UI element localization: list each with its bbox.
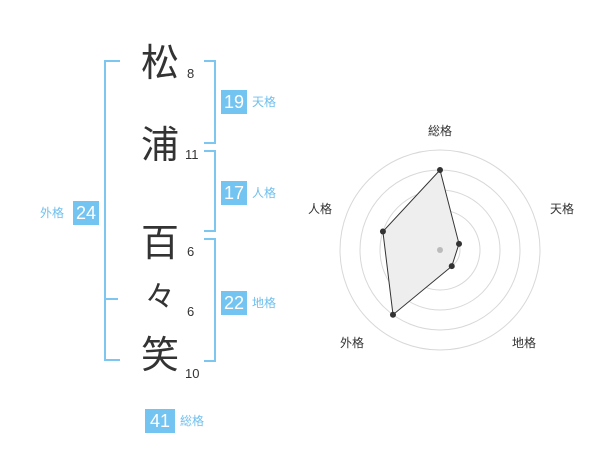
outer-bracket [104,60,120,361]
radar-point-2 [456,240,463,247]
stroke-count-2: 11 [185,147,199,162]
radar-axis-label-gai: 外格 [340,336,365,350]
chi-label: 地格 [252,296,277,310]
name-char-2: 浦 [140,123,179,167]
radar-axis-label-ten: 天格 [550,202,575,216]
chi-value-badge: 22 [221,291,247,315]
name-char-5: 笑 [140,333,179,377]
radar-point-5 [379,228,386,235]
radar-axis-label-sou: 総格 [428,124,453,138]
sou-value-badge: 41 [145,409,175,433]
radar-point-1 [437,167,443,173]
outer-bracket-divider [104,298,118,300]
ten-bracket [204,60,216,144]
radar-points [379,167,463,318]
jin-label: 人格 [252,186,277,200]
sou-label: 総格 [180,414,205,428]
chi-bracket [204,238,216,362]
radar-ring [339,149,541,351]
radar-point-4 [389,311,396,318]
gai-value-badge: 24 [73,201,99,225]
stroke-count-5: 10 [185,366,200,381]
radar-area [382,168,460,316]
gai-label: 外格 [40,206,65,220]
radar-axis-label-jin: 人格 [308,202,333,216]
stroke-count-1: 8 [187,66,195,81]
stroke-count-4: 6 [187,304,195,319]
radar-center-dot [437,247,443,253]
jin-bracket [204,150,216,232]
radar-point-3 [448,263,455,270]
name-char-4: 々 [145,280,175,315]
ten-label: 天格 [252,95,277,109]
name-char-1: 松 [140,41,179,85]
stroke-count-3: 6 [187,244,195,259]
ten-value-badge: 19 [221,90,247,114]
jin-value-badge: 17 [221,181,247,205]
radar-axis-label-chi: 地格 [512,336,537,350]
name-char-3: 百 [140,221,179,265]
